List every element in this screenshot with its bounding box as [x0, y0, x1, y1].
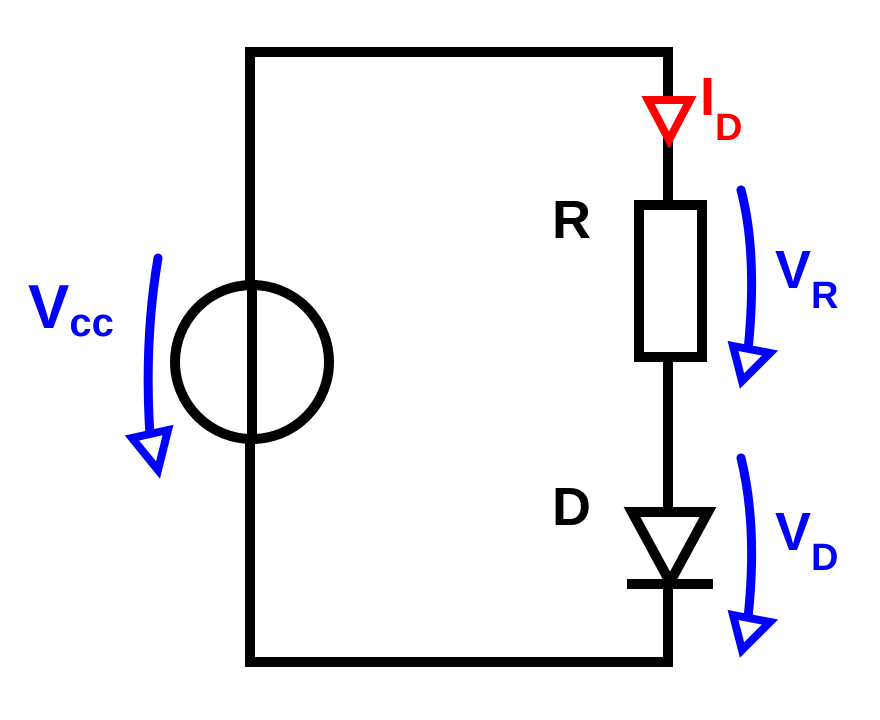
vd-arrow-head — [727, 609, 779, 658]
current-label-main: I — [700, 67, 715, 127]
current-label: ID — [700, 67, 742, 149]
vcc-label: Vcc — [28, 273, 114, 345]
vr-label-main: V — [775, 240, 811, 300]
vr-arrow — [727, 185, 779, 389]
vd-label-subscript: D — [811, 537, 838, 579]
vr-arrow-head — [727, 340, 779, 389]
diode — [623, 507, 717, 593]
vd-arrow — [727, 453, 779, 658]
current-arrow — [641, 96, 697, 149]
vd-label-main: V — [775, 502, 811, 562]
vcc-arrow-head — [124, 424, 174, 479]
voltage-source — [170, 280, 334, 444]
vr-label: VR — [775, 240, 838, 317]
diode-label: D — [552, 477, 591, 537]
diode-triangle — [623, 507, 717, 593]
resistor-label: R — [552, 190, 591, 250]
vd-label: VD — [775, 502, 838, 579]
vcc-label-main: V — [28, 273, 69, 342]
vcc-arrow — [124, 253, 174, 479]
current-arrow-head — [641, 96, 697, 149]
vr-label-subscript: R — [811, 275, 838, 317]
vcc-label-subscript: cc — [69, 301, 114, 345]
current-label-subscript: D — [715, 107, 742, 149]
resistor — [634, 200, 707, 362]
